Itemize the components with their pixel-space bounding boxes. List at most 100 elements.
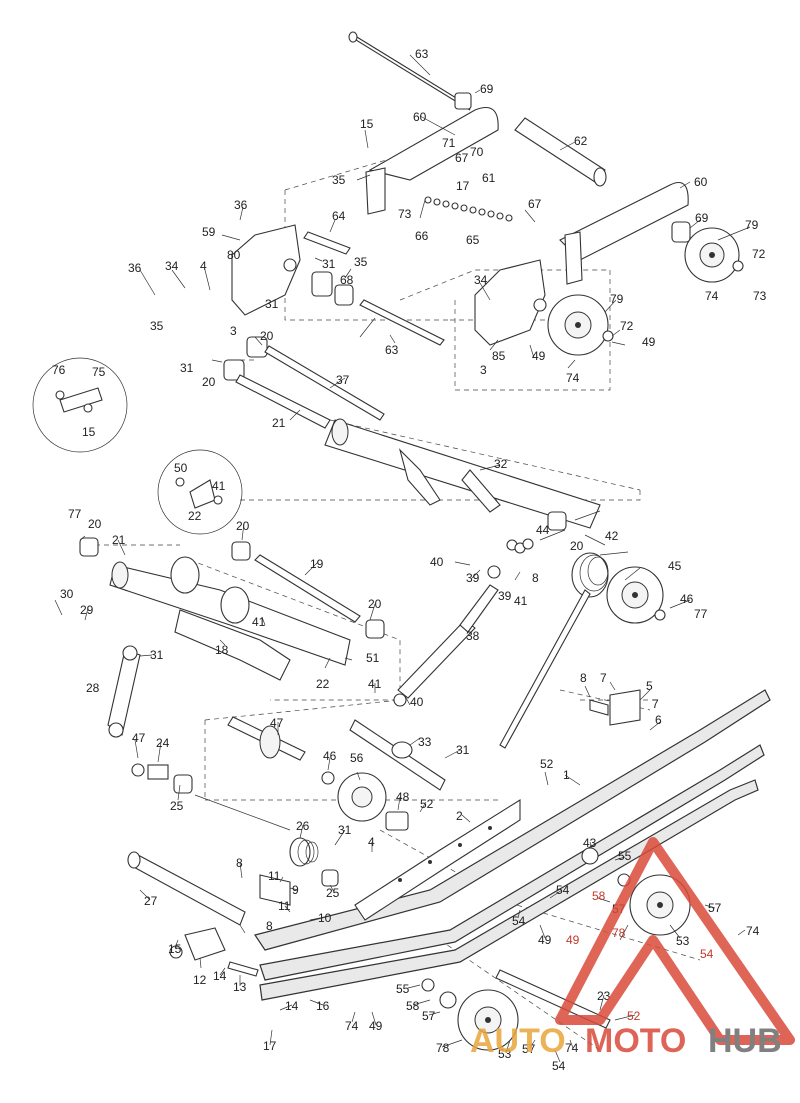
- watermark-triangle: [555, 837, 795, 1045]
- washer-47: [131, 763, 145, 777]
- callout-9: 9: [292, 883, 299, 897]
- callout-57b: 57: [708, 901, 722, 915]
- callout-17: 17: [456, 179, 470, 193]
- callout-60b: 60: [694, 175, 708, 189]
- callout-59: 59: [202, 225, 216, 239]
- callout-21b: 21: [112, 533, 126, 547]
- bracket-3-left: [231, 224, 301, 316]
- bushing-20b: [223, 359, 245, 381]
- callout-77: 77: [68, 507, 82, 521]
- wheel-56: [337, 772, 387, 822]
- callout-62: 62: [574, 134, 588, 148]
- callout-30: 30: [60, 587, 74, 601]
- callout-35b: 35: [354, 255, 368, 269]
- torsion-spring-42: [499, 551, 629, 749]
- watermark-hub: HUB: [708, 1022, 782, 1060]
- bushing-20-mid: [231, 541, 251, 561]
- link-28: [107, 645, 141, 738]
- washer-72-upper: [732, 260, 744, 272]
- bracket-9: [259, 874, 291, 906]
- callout-71: 71: [442, 136, 456, 150]
- bracket-5: [589, 689, 641, 726]
- shaft-47: [227, 716, 306, 761]
- callout-14: 14: [213, 969, 227, 983]
- callout-7: 7: [600, 671, 607, 685]
- callout-72b: 72: [620, 319, 634, 333]
- shaft-21: [235, 374, 331, 429]
- callout-69: 69: [480, 82, 494, 96]
- callout-50: 50: [174, 461, 188, 475]
- callout-17b: 17: [263, 1039, 277, 1053]
- callout-79: 79: [745, 218, 759, 232]
- callout-54d: 54: [552, 1059, 566, 1073]
- callout-7b: 7: [652, 697, 659, 711]
- callout-31f: 31: [338, 823, 352, 837]
- callout-22b: 22: [316, 677, 330, 691]
- callout-24: 24: [156, 736, 170, 750]
- callout-31c: 31: [180, 361, 194, 375]
- automotohub-watermark: AUTO MOTO HUB: [470, 837, 795, 1060]
- detail-circle-mid: [157, 449, 243, 535]
- callout-78: 78: [612, 926, 626, 940]
- bolt-13: [227, 961, 259, 977]
- callout-12: 12: [193, 973, 207, 987]
- block-12: [169, 927, 226, 961]
- callout-11b: 11: [278, 899, 291, 913]
- callout-54b: 54: [512, 914, 526, 928]
- callout-46b: 46: [323, 749, 337, 763]
- washer-46-lower: [321, 771, 335, 785]
- idler-wheel-79-lower: [547, 294, 609, 356]
- callout-46: 46: [680, 592, 694, 606]
- callout-34b: 34: [474, 273, 488, 287]
- rocker-33: [349, 719, 446, 791]
- washer-57-left: [439, 991, 457, 1009]
- callout-47: 47: [270, 716, 284, 730]
- callout-56: 56: [350, 751, 364, 765]
- callout-25: 25: [170, 799, 184, 813]
- callout-41b: 41: [514, 594, 528, 608]
- bushing-68: [311, 271, 354, 306]
- callout-61: 61: [482, 171, 496, 185]
- callout-52c: 52: [627, 1009, 641, 1023]
- callout-35: 35: [332, 173, 346, 187]
- callout-51: 51: [366, 651, 380, 665]
- callout-36b: 36: [128, 261, 142, 275]
- tube-27: [127, 851, 246, 926]
- callout-73: 73: [398, 207, 412, 221]
- callout-5: 5: [646, 679, 653, 693]
- watermark-auto: AUTO: [470, 1022, 566, 1060]
- callout-65: 65: [466, 233, 480, 247]
- callout-27: 27: [144, 894, 158, 908]
- callout-20: 20: [260, 329, 274, 343]
- callout-21: 21: [272, 416, 286, 430]
- hardware-44: [506, 538, 534, 554]
- callout-31b: 31: [265, 297, 279, 311]
- bushing-20-frame: [547, 511, 567, 531]
- callout-77b: 77: [694, 607, 708, 621]
- callout-31e: 31: [456, 743, 470, 757]
- callout-1: 1: [563, 768, 570, 782]
- watermark-moto: MOTO: [585, 1022, 686, 1060]
- callout-49d: 49: [566, 933, 580, 947]
- callout-20e: 20: [570, 539, 584, 553]
- callout-54c: 54: [700, 947, 714, 961]
- callout-43: 43: [583, 836, 597, 850]
- bushing-20-left: [79, 537, 99, 557]
- callout-13: 13: [233, 980, 247, 994]
- callout-6: 6: [655, 713, 662, 727]
- arm-60-left: [365, 106, 499, 215]
- plate-24: [147, 764, 169, 780]
- callout-68: 68: [340, 273, 354, 287]
- callout-39: 39: [466, 571, 480, 585]
- callout-38: 38: [466, 629, 480, 643]
- callout-15c: 15: [168, 942, 182, 956]
- callout-49: 49: [532, 349, 546, 363]
- callout-37: 37: [336, 373, 350, 387]
- callout-72: 72: [752, 247, 766, 261]
- frame-32: [324, 418, 601, 529]
- callout-14b: 14: [285, 999, 299, 1013]
- callout-26: 26: [296, 819, 310, 833]
- callout-70: 70: [470, 145, 484, 159]
- bushing-69: [454, 92, 472, 110]
